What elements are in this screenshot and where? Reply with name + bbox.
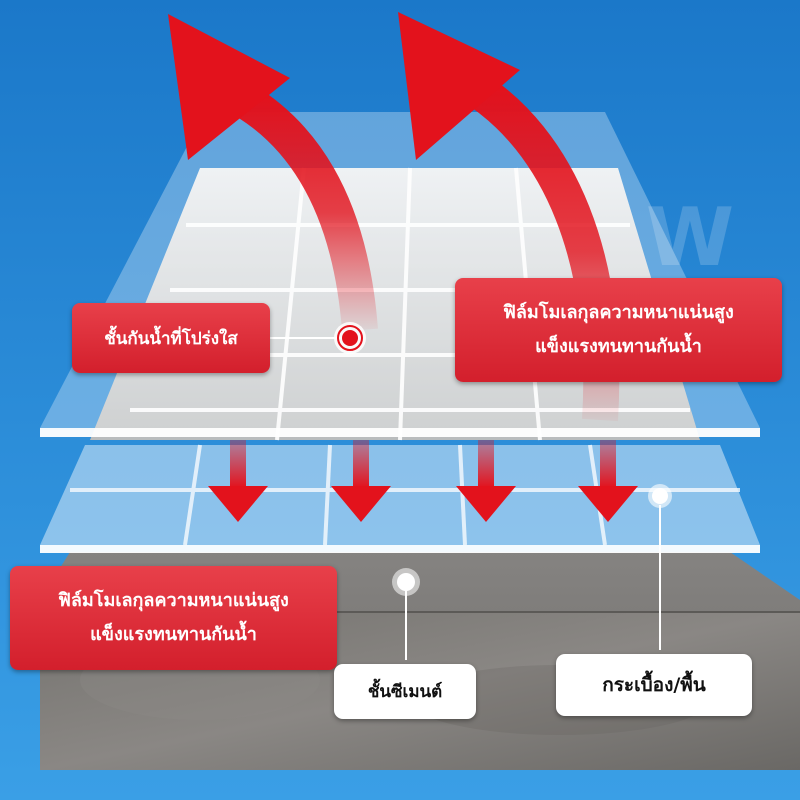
- label-film-top-line1: ฟิล์มโมเลกุลความหนาแน่นสูง: [503, 301, 734, 323]
- curved-up-arrow-icon: [168, 14, 378, 332]
- down-arrow-icon: [578, 440, 638, 522]
- marker-tile: [648, 484, 672, 508]
- label-film-bottom-line2: แข็งแรงทนทานกันน้ำ: [90, 624, 257, 645]
- down-arrow-icon: [208, 440, 268, 522]
- marker-cement: [392, 568, 420, 596]
- down-arrow-icon: [331, 440, 391, 522]
- label-film-top-line2: แข็งแรงทนทานกันน้ำ: [535, 336, 702, 357]
- label-tile-floor-text: กระเบื้อง/พื้น: [602, 674, 706, 696]
- label-transparent-layer-text: ชั้นกันน้ำที่โปร่งใส: [104, 328, 238, 349]
- label-cement-layer: ชั้นซีเมนต์: [334, 664, 476, 719]
- label-film-top: ฟิล์มโมเลกุลความหนาแน่นสูง แข็งแรงทนทานก…: [455, 278, 782, 382]
- lower-film: [40, 444, 760, 553]
- label-transparent-layer: ชั้นกันน้ำที่โปร่งใส: [72, 303, 270, 373]
- marker-transparent-layer: [334, 322, 366, 354]
- down-arrow-icon: [456, 440, 516, 522]
- watermark: W: [646, 191, 734, 284]
- label-cement-layer-text: ชั้นซีเมนต์: [367, 682, 443, 702]
- label-film-bottom-line1: ฟิล์มโมเลกุลความหนาแน่นสูง: [58, 589, 289, 611]
- label-film-bottom: ฟิล์มโมเลกุลความหนาแน่นสูง แข็งแรงทนทานก…: [10, 566, 337, 670]
- down-arrows: [208, 440, 638, 522]
- label-tile-floor: กระเบื้อง/พื้น: [556, 654, 752, 716]
- connectors: [270, 337, 661, 660]
